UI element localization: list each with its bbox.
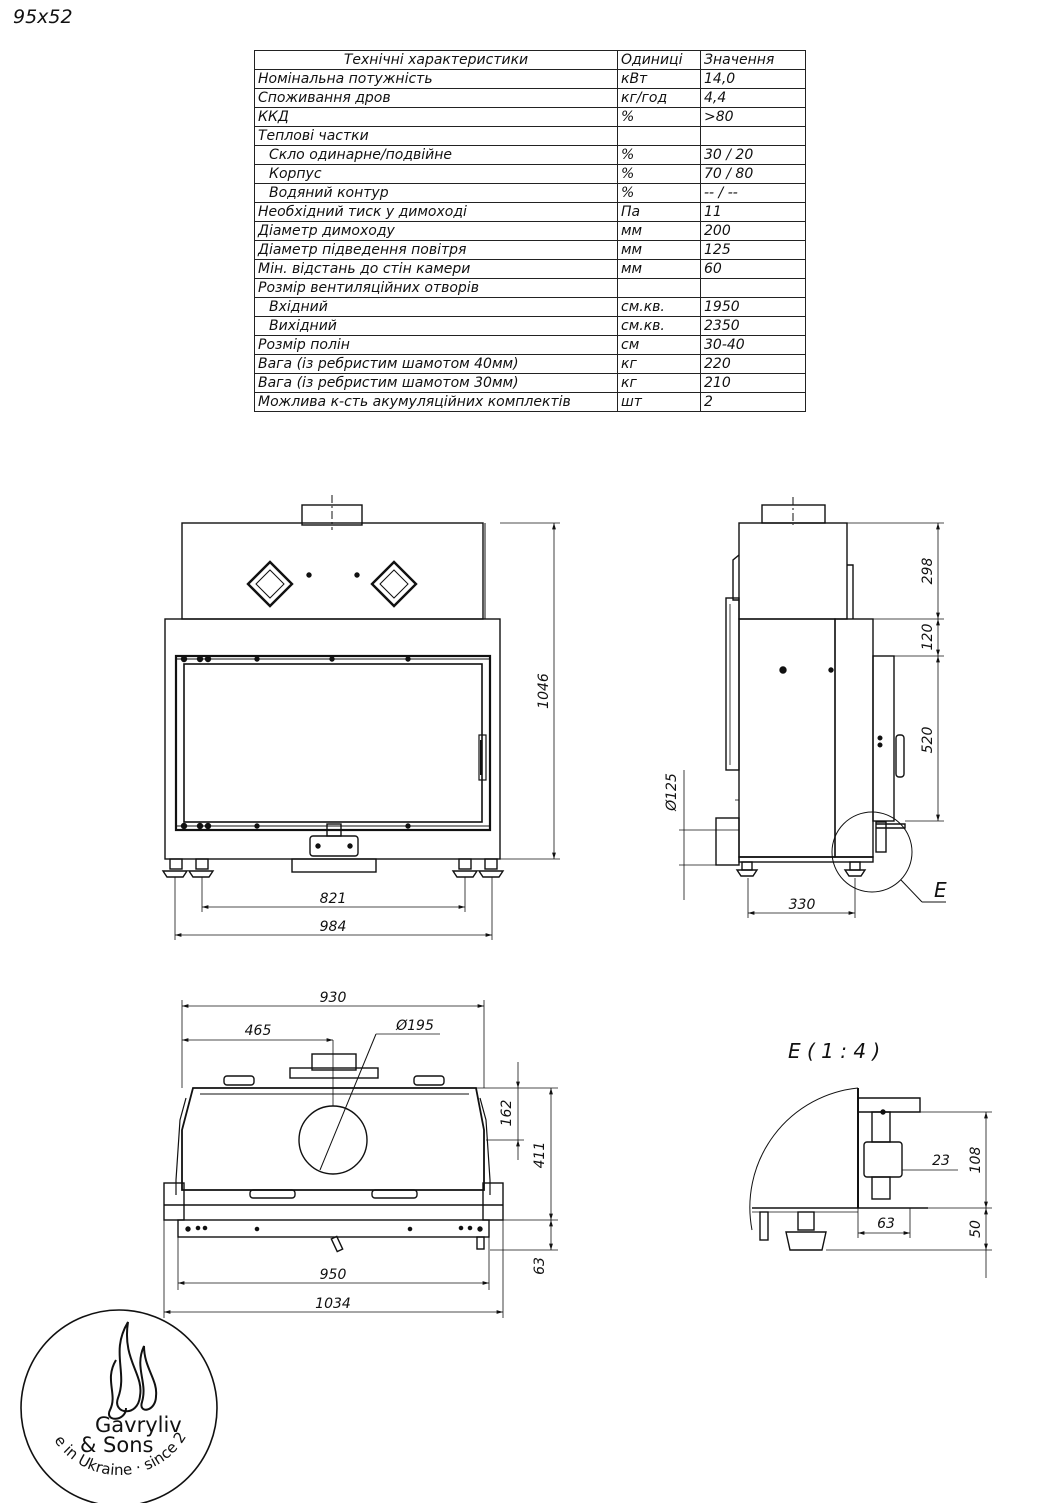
spec-cell-name: Вага (із ребристим шамотом 30мм)	[254, 373, 618, 393]
detail-dimensions	[826, 1111, 992, 1278]
spec-cell-unit: кг	[617, 373, 701, 393]
spec-cell-value: 30 / 20	[700, 145, 806, 165]
header-unit: Одиниці	[617, 50, 701, 70]
detail-marker: E	[934, 878, 947, 902]
dim-side-air-diameter: Ø125	[664, 773, 680, 812]
spec-cell-value: 11	[700, 202, 806, 222]
dim-detail-23: 23	[932, 1153, 950, 1169]
dim-top-front: 63	[532, 1257, 548, 1275]
brand-line2: & Sons	[80, 1433, 153, 1457]
dim-top-inner-width: 950	[320, 1267, 347, 1283]
model-code: 95x52	[13, 6, 73, 28]
spec-cell-name: Вихідний	[254, 316, 618, 336]
dim-top-flue-diameter: Ø195	[395, 1018, 434, 1034]
dim-top-offset: 162	[499, 1100, 515, 1127]
top-view	[163, 1033, 504, 1253]
spec-cell-name: Скло одинарне/подвійне	[254, 145, 618, 165]
spec-cell-unit: кг/год	[617, 88, 701, 108]
dim-side-depth: 330	[789, 897, 816, 913]
dim-front-height: 1046	[536, 673, 552, 709]
dim-detail-63: 63	[877, 1216, 895, 1232]
spec-cell-unit: %	[617, 183, 701, 203]
spec-cell-name: Діаметр димоходу	[254, 221, 618, 241]
dim-front-inner-width: 821	[320, 891, 347, 907]
spec-table: Технічні характеристики Одиниці Значення…	[254, 50, 806, 412]
side-view	[715, 497, 946, 903]
spec-cell-value: 2	[700, 392, 806, 412]
spec-cell-unit: см	[617, 335, 701, 355]
dim-detail-50: 50	[968, 1220, 984, 1238]
dim-side-door: 520	[920, 727, 936, 754]
flame-icon	[107, 1321, 158, 1420]
dim-top-half: 465	[245, 1023, 272, 1039]
ring-text: made in Ukraine · since 2009	[0, 0, 190, 1479]
spec-cell-value: 2350	[700, 316, 806, 336]
dim-top-depth: 411	[532, 1142, 548, 1169]
dim-detail-108: 108	[968, 1147, 984, 1174]
spec-cell-name: Водяний контур	[254, 183, 618, 203]
detail-e	[749, 1087, 928, 1251]
spec-table-header: Технічні характеристики Одиниці Значення	[254, 50, 806, 70]
spec-cell-value: 1950	[700, 297, 806, 317]
spec-cell-name: Можлива к-сть акумуляційних комплектів	[254, 392, 618, 412]
spec-cell-value: 14,0	[700, 69, 806, 89]
spec-row: Водяний контур%-- / --	[254, 183, 806, 203]
spec-row: Розмір вентиляційних отворів	[254, 278, 806, 298]
dim-side-mid: 120	[920, 624, 936, 651]
spec-row: Теплові частки	[254, 126, 806, 146]
front-dimensions	[174, 522, 560, 940]
spec-cell-unit: мм	[617, 259, 701, 279]
spec-cell-name: Розмір вентиляційних отворів	[254, 278, 618, 298]
spec-cell-name: Діаметр підведення повітря	[254, 240, 618, 260]
side-dimensions	[679, 522, 944, 918]
spec-cell-value: 70 / 80	[700, 164, 806, 184]
detail-title: E ( 1 : 4 )	[788, 1039, 880, 1063]
dim-front-total-width: 984	[320, 919, 347, 935]
dim-top-total-width: 1034	[315, 1296, 351, 1312]
spec-row: Скло одинарне/подвійне%30 / 20	[254, 145, 806, 165]
brand-line1: Gavryliv	[95, 1413, 182, 1437]
header-value: Значення	[700, 50, 806, 70]
spec-cell-name: Необхідний тиск у димоході	[254, 202, 618, 222]
dim-top-width: 930	[320, 990, 347, 1006]
top-dimensions	[163, 1000, 558, 1318]
front-view	[161, 495, 505, 878]
dim-side-top: 298	[920, 558, 936, 585]
